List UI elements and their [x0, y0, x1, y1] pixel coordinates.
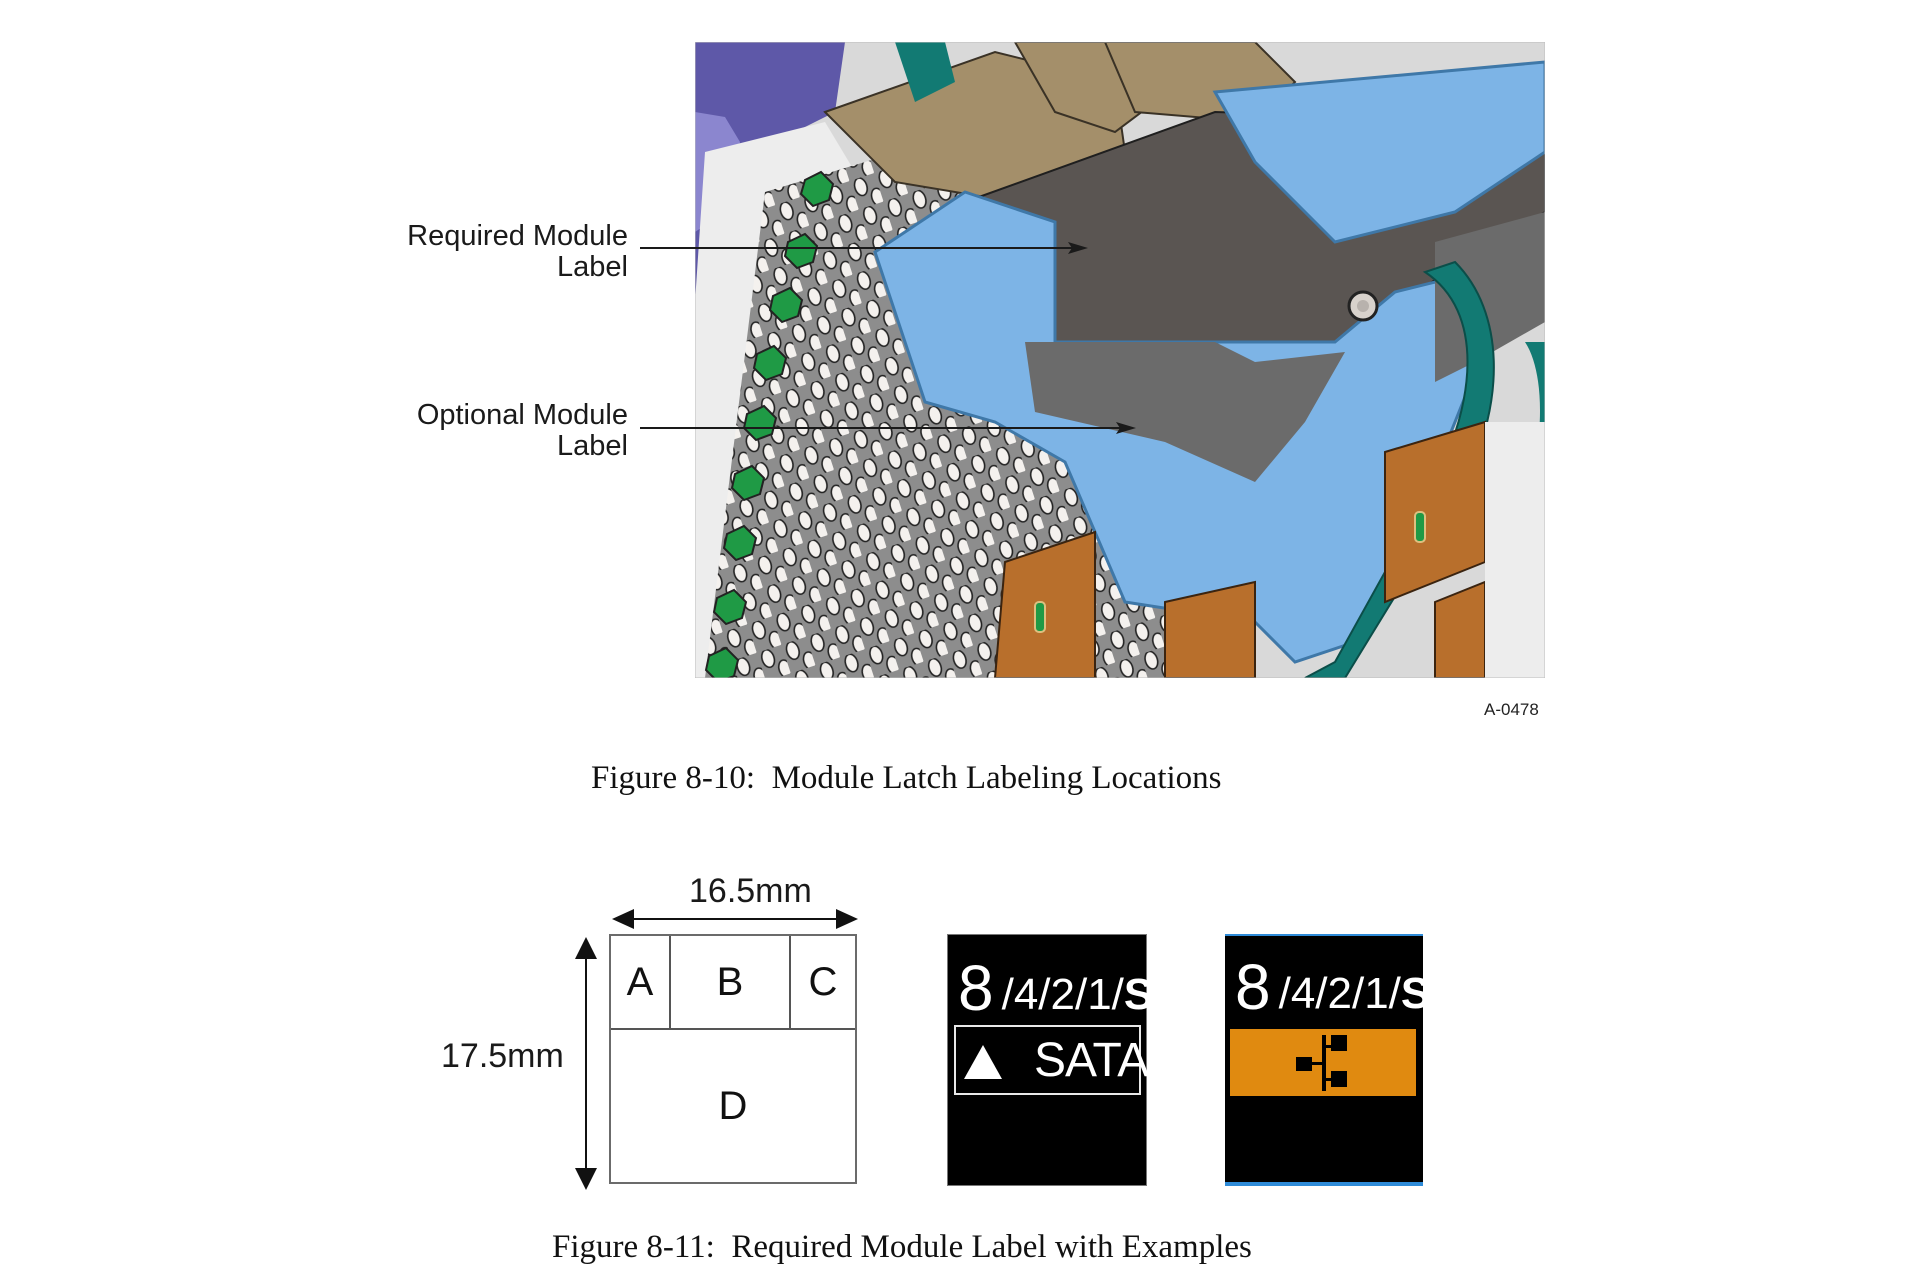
- protocol-box: SATA: [954, 1025, 1149, 1095]
- width-arrow-right: [836, 909, 858, 929]
- speed-rest: /4/2/1/: [1278, 969, 1401, 1018]
- figure-8-10-caption: Figure 8-10: Module Latch Labeling Locat…: [591, 760, 1222, 796]
- layout-cell-c-text: C: [808, 959, 838, 1004]
- layout-cell-c: C: [791, 936, 855, 1030]
- speed-primary: 8: [958, 952, 994, 1024]
- callout-optional-line2: Label: [557, 430, 628, 462]
- speed-suffix: S: [1123, 970, 1154, 1019]
- protocol-band: [1230, 1029, 1416, 1096]
- layout-cell-a-text: A: [626, 959, 654, 1004]
- example-label-network: 8 /4/2/1/ S: [1225, 934, 1430, 1186]
- speed-suffix: S: [1400, 969, 1431, 1018]
- green-led-column: [704, 170, 835, 678]
- layout-cell-b-text: B: [716, 959, 744, 1004]
- layout-cell-a: A: [611, 936, 671, 1030]
- callout-required-line1: Required Module: [407, 220, 628, 252]
- layout-cell-d-text: D: [718, 1083, 748, 1128]
- module-latch-illustration: [695, 42, 1545, 678]
- callout-required-module-label: Required Module Label: [328, 221, 628, 283]
- triangle-icon: [964, 1045, 1002, 1079]
- layout-cell-b: B: [671, 936, 791, 1030]
- height-dimension-label: 17.5mm: [441, 1037, 564, 1075]
- callout-required-line2: Label: [557, 251, 628, 283]
- label-layout-diagram: A B C D: [609, 934, 857, 1184]
- callout-optional-line1: Optional Module: [416, 399, 628, 431]
- figure-8-11-caption: Figure 8-11: Required Module Label with …: [552, 1229, 1252, 1265]
- speed-rating: 8 /4/2/1/ S: [958, 952, 1154, 1024]
- drawing-reference-code: A-0478: [1484, 700, 1539, 719]
- layout-cell-d: D: [611, 1030, 855, 1182]
- width-arrow-left: [612, 909, 634, 929]
- width-dimension-label: 16.5mm: [689, 872, 812, 910]
- frame-purple-shape: [695, 42, 845, 322]
- height-arrow-top: [575, 937, 597, 959]
- example-label-sata: 8 /4/2/1/ S SATA: [947, 934, 1153, 1186]
- height-arrow-bottom: [575, 1168, 597, 1190]
- speed-rating: 8 /4/2/1/ S: [1235, 951, 1431, 1023]
- speed-primary: 8: [1235, 951, 1271, 1023]
- network-topology-icon: [1296, 1035, 1347, 1091]
- speed-rest: /4/2/1/: [1001, 970, 1124, 1019]
- protocol-text: SATA: [1034, 1034, 1149, 1087]
- optional-label-area: [1025, 342, 1345, 482]
- callout-optional-module-label: Optional Module Label: [328, 400, 628, 462]
- connector-bays: [993, 420, 1486, 678]
